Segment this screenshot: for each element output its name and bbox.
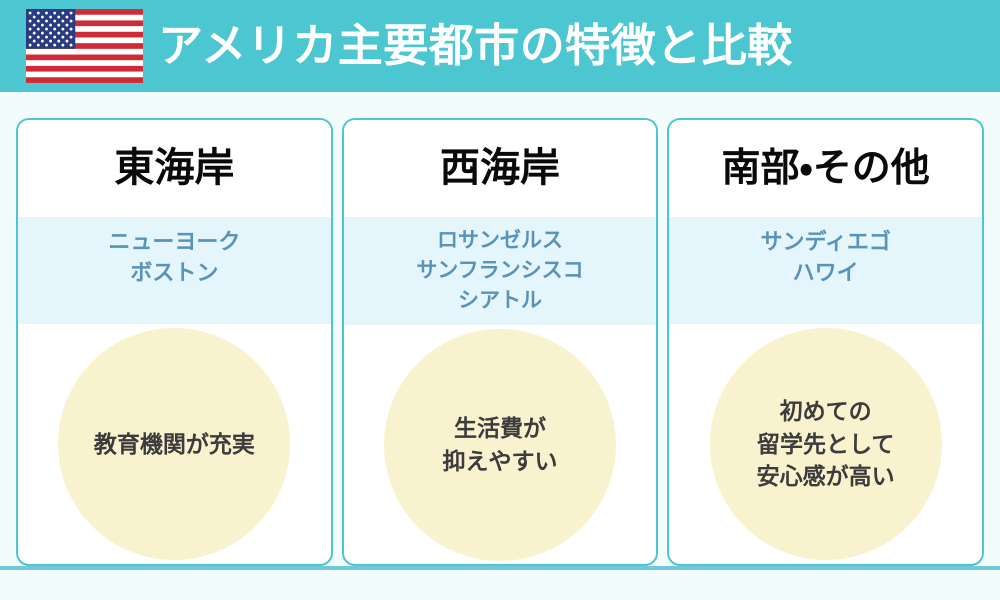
us-flag-icon [26, 9, 143, 83]
region-card-east-coast[interactable]: 東海岸 ニューヨーク ボストン 教育機関が充実 [16, 118, 333, 566]
city-item: ロサンゼルス [437, 229, 563, 252]
feature-circle-shape [709, 328, 942, 560]
region-card-west-coast[interactable]: 西海岸 ロサンゼルス サンフランシスコ シアトル 生活費が 抑えやすい [341, 118, 659, 566]
feature-line: 教育機関が充実 [93, 430, 255, 457]
feature-text: 初めての 留学先として 安心感が高い [749, 395, 903, 493]
feature-text: 教育機関が充実 [86, 428, 263, 461]
feature-circle-shape [58, 328, 291, 560]
region-card-city-list: ロサンゼルス サンフランシスコ シアトル [343, 217, 657, 326]
page-header: アメリカ主要都市の特徴と比較 [0, 0, 1000, 92]
feature-line: 安心感が高い [756, 463, 895, 490]
feature-line: 初めての [779, 398, 872, 425]
city-item: ハワイ [792, 260, 859, 286]
city-item: ニューヨーク [108, 229, 241, 254]
city-item: シアトル [458, 288, 542, 312]
region-card-title: 東海岸 [18, 120, 331, 217]
region-card-feature: 教育機関が充実 [18, 324, 331, 564]
region-card-title: 西海岸 [343, 120, 657, 217]
city-item: サンディエゴ [760, 229, 891, 254]
region-card-city-list: サンディエゴ ハワイ [669, 217, 983, 324]
page-title: アメリカ主要都市の特徴と比較 [158, 20, 793, 71]
feature-circle-shape [384, 328, 616, 561]
city-item: サンフランシスコ [416, 258, 584, 282]
city-item: ボストン [130, 260, 219, 286]
region-card-feature: 生活費が 抑えやすい [344, 325, 657, 564]
region-card-south-other[interactable]: 南部・その他 サンディエゴ ハワイ 初めての 留学先として 安心感が高い [667, 118, 985, 566]
footer-area [0, 570, 1000, 600]
feature-text: 生活費が 抑えやすい [435, 412, 566, 477]
footer-divider [0, 566, 1000, 570]
region-card-feature: 初めての 留学先として 安心感が高い [669, 324, 982, 564]
feature-line: 抑えやすい [442, 447, 558, 474]
region-card-title: 南部・その他 [669, 120, 983, 217]
comparison-card-row: 東海岸 ニューヨーク ボストン 教育機関が充実 西海岸 ロサンゼルス サンフラン… [16, 118, 985, 566]
feature-line: 生活費が [454, 415, 546, 442]
region-card-city-list: ニューヨーク ボストン [18, 217, 331, 324]
feature-line: 留学先として [757, 430, 895, 457]
